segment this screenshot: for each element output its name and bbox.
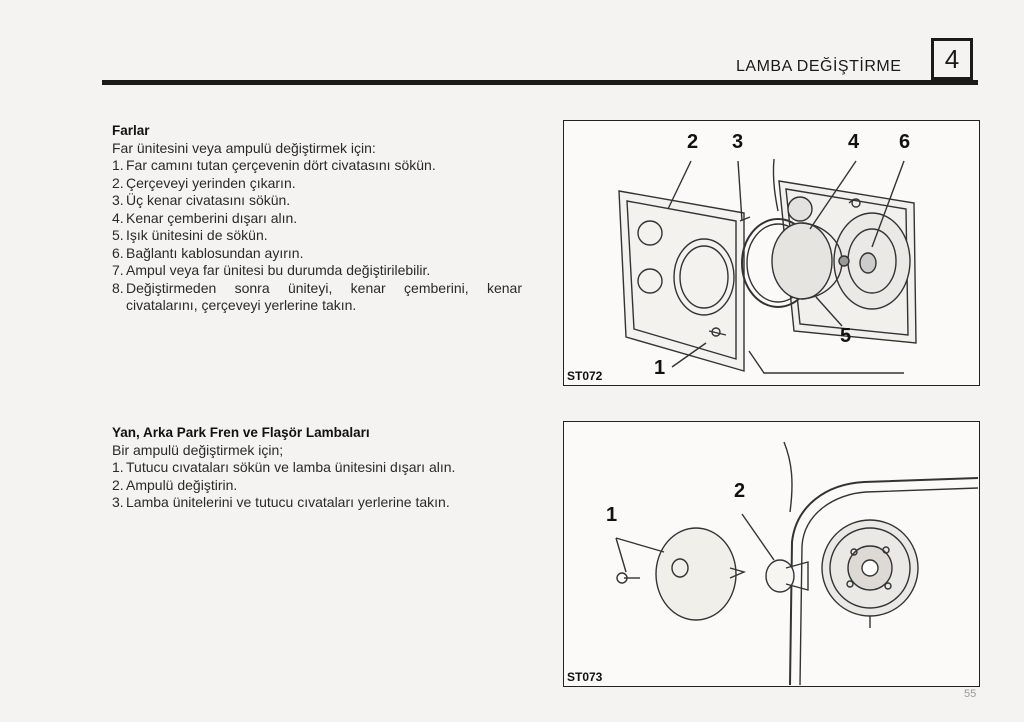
side-lamp-illustration: [615, 441, 978, 685]
step-text: Ampulü değiştirin.: [126, 476, 238, 493]
callout-2: 2: [734, 480, 746, 502]
step-text: Bağlantı kablosundan ayırın.: [126, 244, 304, 261]
figure-code: ST072: [567, 369, 603, 383]
step-text: Lamba ünitelerini ve tutucu cıvataları y…: [126, 494, 450, 510]
callout-3: 3: [732, 131, 744, 153]
callout-1: 1: [654, 357, 666, 379]
step-item: 7.Ampul veya far ünitesi bu durumda deği…: [112, 262, 522, 280]
step-text: Üç kenar civatasını sökün.: [126, 192, 291, 208]
page-number: 55: [964, 688, 977, 700]
section-intro: Far ünitesini veya ampulü değiştirmek iç…: [112, 139, 376, 156]
step-text: Far camını tutan çerçevenin dört civatas…: [126, 157, 436, 173]
callout-5: 5: [840, 325, 852, 347]
step-number: 3.: [112, 192, 124, 208]
step-text: Ampul veya far ünitesi bu durumda değişt…: [126, 262, 431, 278]
step-number: 6.: [112, 244, 124, 261]
callout-1: 1: [606, 504, 618, 526]
section-headlights: Farlar Far ünitesini veya ampulü değişti…: [112, 122, 522, 315]
step-item: 5.Işık ünitesini de sökün.: [112, 227, 522, 245]
step-item: 3.Üç kenar civatasını sökün.: [112, 192, 522, 210]
step-item: 4.Kenar çemberini dışarı alın.: [112, 210, 522, 228]
step-number: 1.: [112, 459, 124, 475]
figure-code: ST073: [567, 670, 603, 684]
chapter-title: LAMBA DEĞİŞTİRME: [736, 58, 902, 75]
callout-4: 4: [848, 131, 860, 153]
figure-side-lamp: 1 2 ST073: [563, 421, 980, 687]
step-list: 1.Tutucu cıvataları sökün ve lamba ünite…: [112, 459, 522, 512]
section-intro: Bir ampulü değiştirmek için;: [112, 441, 284, 458]
step-item: 3.Lamba ünitelerini ve tutucu cıvataları…: [112, 494, 522, 512]
step-number: 3.: [112, 494, 124, 510]
step-number: 8.: [112, 279, 124, 296]
step-text: Değiştirmeden sonra üniteyi, kenar çembe…: [126, 279, 522, 314]
step-number: 1.: [112, 157, 124, 173]
figure-headlight: 2 3 4 6 5 1 ST072: [563, 120, 980, 386]
header-rule: [102, 80, 978, 85]
step-item: 8.Değiştirmeden sonra üniteyi, kenar çem…: [112, 280, 522, 315]
step-item: 1.Far camını tutan çerçevenin dört civat…: [112, 157, 522, 175]
chapter-number-box: 4: [931, 38, 973, 80]
callout-6: 6: [899, 131, 911, 153]
section-title: Yan, Arka Park Fren ve Flaşör Lambaları: [112, 425, 370, 440]
step-item: 6.Bağlantı kablosundan ayırın.: [112, 245, 522, 263]
step-item: 1.Tutucu cıvataları sökün ve lamba ünite…: [112, 459, 522, 477]
step-list: 1.Far camını tutan çerçevenin dört civat…: [112, 157, 522, 315]
step-number: 7.: [112, 262, 124, 278]
callout-2: 2: [687, 131, 699, 153]
step-item: 2.Çerçeveyi yerinden çıkarın.: [112, 175, 522, 193]
step-text: Tutucu cıvataları sökün ve lamba ünitesi…: [126, 459, 456, 475]
step-text: Kenar çemberini dışarı alın.: [126, 209, 298, 226]
section-title: Farlar: [112, 123, 150, 138]
step-text: Çerçeveyi yerinden çıkarın.: [126, 174, 296, 191]
step-number: 2.: [112, 174, 124, 191]
section-side-lamps: Yan, Arka Park Fren ve Flaşör Lambaları …: [112, 424, 522, 512]
step-text: Işık ünitesini de sökün.: [126, 227, 268, 243]
step-number: 5.: [112, 227, 124, 243]
headlight-illustration: [618, 158, 917, 374]
step-number: 2.: [112, 476, 124, 493]
step-item: 2.Ampulü değiştirin.: [112, 477, 522, 495]
step-number: 4.: [112, 209, 124, 226]
